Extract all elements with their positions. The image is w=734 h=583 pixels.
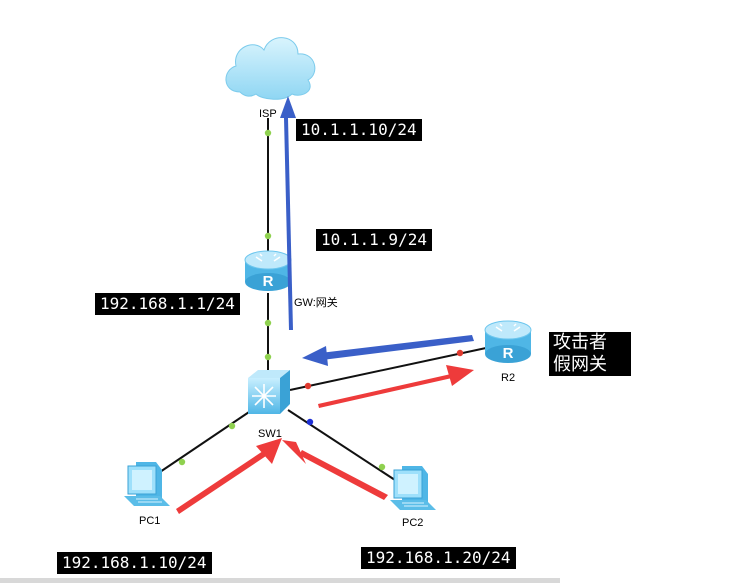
pc1-label: PC1 bbox=[139, 515, 160, 527]
port-dot bbox=[304, 382, 312, 390]
isp-label: ISP bbox=[259, 108, 277, 120]
arrow-red-pc1 bbox=[176, 438, 282, 514]
sw1-label: SW1 bbox=[258, 428, 282, 440]
arrow-blue-up bbox=[280, 96, 296, 330]
router-icon[interactable]: R bbox=[484, 320, 532, 363]
router-letter: R bbox=[263, 273, 274, 290]
isp-address: 10.1.1.10/24 bbox=[296, 119, 422, 141]
attacker-line2: 假网关 bbox=[553, 354, 607, 375]
link-sw1-r2 bbox=[289, 347, 487, 391]
port-dot bbox=[264, 129, 272, 137]
port-dot bbox=[228, 422, 236, 430]
router-letter: R bbox=[503, 345, 514, 362]
link-sw1-pc2 bbox=[287, 409, 399, 483]
gw-label: GW:网关 bbox=[294, 297, 338, 309]
bottom-scroll-strip bbox=[0, 578, 560, 583]
port-dot bbox=[378, 463, 386, 471]
cloud-icon[interactable] bbox=[225, 37, 316, 100]
arrow-red-pc2 bbox=[282, 440, 388, 500]
gw-lan-address: 192.168.1.1/24 bbox=[95, 293, 240, 315]
attacker-label: 攻击者 假网关 bbox=[549, 332, 631, 376]
r2-label: R2 bbox=[501, 372, 515, 384]
pc-icon[interactable] bbox=[124, 462, 170, 506]
arrow-blue-attack bbox=[302, 335, 474, 366]
arrow-red-to-r2 bbox=[318, 365, 474, 408]
pc2-label: PC2 bbox=[402, 517, 423, 529]
port-dot bbox=[178, 458, 186, 466]
gw-wan-address: 10.1.1.9/24 bbox=[316, 229, 432, 251]
pc-icon[interactable] bbox=[390, 466, 436, 510]
attacker-line1: 攻击者 bbox=[553, 332, 607, 353]
port-dot bbox=[264, 319, 272, 327]
switch-icon[interactable] bbox=[248, 370, 290, 414]
port-dot bbox=[306, 418, 314, 426]
link-sw1-pc1 bbox=[159, 409, 253, 473]
port-dot bbox=[456, 349, 464, 357]
pc2-address: 192.168.1.20/24 bbox=[361, 547, 516, 569]
port-dot bbox=[264, 353, 272, 361]
router-icon[interactable]: R bbox=[244, 250, 292, 291]
pc1-address: 192.168.1.10/24 bbox=[57, 552, 212, 574]
port-dot bbox=[264, 232, 272, 240]
